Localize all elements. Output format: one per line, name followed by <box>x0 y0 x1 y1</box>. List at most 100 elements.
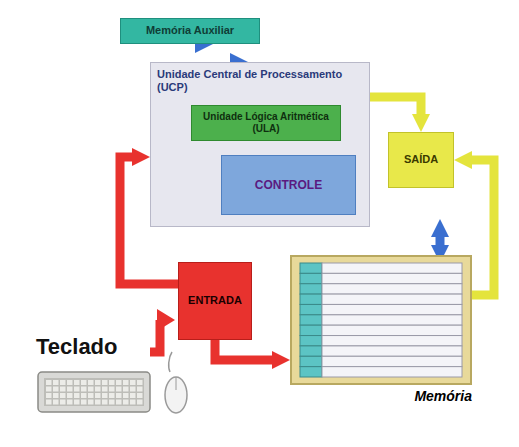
alu-box: Unidade Lógica Aritmética (ULA) <box>191 105 341 141</box>
keyboard-key <box>74 387 80 392</box>
memory-data-cell <box>322 367 462 377</box>
keyboard-key <box>81 400 87 405</box>
keyboard-key <box>123 380 129 385</box>
keyboard-key <box>81 393 87 398</box>
keyboard-key <box>116 380 122 385</box>
keyboard-key <box>74 393 80 398</box>
keyboard-key <box>123 387 129 392</box>
keyboard-key <box>88 393 94 398</box>
keyboard-key <box>102 393 108 398</box>
input-box: ENTRADA <box>178 262 252 340</box>
keyboard-key <box>109 400 115 405</box>
input-arrowhead <box>157 309 175 331</box>
keyboard-keys <box>44 378 144 406</box>
keyboard-key <box>46 380 52 385</box>
keyboard-key <box>137 380 143 385</box>
keyboard-key <box>130 387 136 392</box>
keyboard-key <box>88 380 94 385</box>
keyboard-key <box>81 387 87 392</box>
box-label: SAÍDA <box>395 153 447 166</box>
mouse-illustration <box>165 352 187 413</box>
keyboard-key <box>109 380 115 385</box>
keyboard-key <box>130 380 136 385</box>
keyboard-key <box>95 387 101 392</box>
keyboard-key <box>60 380 66 385</box>
keyboard-key-rows <box>46 380 143 405</box>
flow-arrow <box>436 237 445 245</box>
keyboard-key <box>137 400 143 405</box>
memory-data-cell <box>322 336 462 346</box>
box-label: Unidade Central de Processamento (UCP) <box>157 68 363 94</box>
box-label: Memória Auxiliar <box>127 24 253 37</box>
keyboard-key <box>137 393 143 398</box>
keyboard-key <box>81 380 87 385</box>
keyboard-key <box>95 380 101 385</box>
mouse-body <box>165 377 187 413</box>
keyboard-key <box>130 400 136 405</box>
keyboard-key <box>67 400 73 405</box>
keyboard-key <box>88 387 94 392</box>
keyboard-key <box>46 393 52 398</box>
keyboard-key <box>88 400 94 405</box>
mouse-button-split <box>176 377 177 390</box>
keyboard-key <box>74 400 80 405</box>
memory-address-cell <box>300 346 322 356</box>
memory-data-cell <box>322 304 462 314</box>
memory-address-cell <box>300 304 322 314</box>
memory-address-cell <box>300 325 322 335</box>
memory-address-cell <box>300 263 322 273</box>
keyboard-key <box>137 387 143 392</box>
control-box: CONTROLE <box>221 155 356 215</box>
keyboard-key <box>53 387 59 392</box>
keyboard-key <box>123 393 129 398</box>
memory-frame <box>291 256 471 384</box>
keyboard-key <box>102 387 108 392</box>
memory-data-cell <box>322 294 462 304</box>
mouse-cable <box>169 352 172 372</box>
memory-heading: Memória <box>290 385 472 405</box>
flow-arrow <box>215 340 272 360</box>
keyboard-key <box>116 400 122 405</box>
keyboard-key <box>74 380 80 385</box>
keyboard-key <box>116 393 122 398</box>
memory-data-cell <box>322 263 462 273</box>
memory-address-cell <box>300 284 322 294</box>
keyboard-key <box>67 393 73 398</box>
keyboard-key <box>123 400 129 405</box>
box-label: CONTROLE <box>228 178 349 192</box>
keyboard-key <box>109 393 115 398</box>
keyboard-key <box>116 387 122 392</box>
memory-address-cell <box>300 273 322 283</box>
keyboard-illustration <box>38 372 150 412</box>
keyboard-key <box>60 400 66 405</box>
memory-data-cell <box>322 356 462 366</box>
keyboard-key <box>53 400 59 405</box>
keyboard-key <box>53 380 59 385</box>
box-label: Unidade Lógica Aritmética (ULA) <box>198 111 334 135</box>
auxiliary-memory-box: Memória Auxiliar <box>120 18 260 44</box>
memory-address-cell <box>300 336 322 346</box>
keyboard-key <box>102 380 108 385</box>
memory-cells <box>290 255 472 385</box>
keyboard-key <box>109 387 115 392</box>
memory-box: Memória <box>290 255 472 415</box>
flow-arrow <box>370 97 421 114</box>
keyboard-key <box>67 387 73 392</box>
memory-data-cell <box>322 273 462 283</box>
flow-arrow <box>472 160 494 295</box>
keyboard-key <box>46 387 52 392</box>
memory-address-cell <box>300 294 322 304</box>
cpu-box: Unidade Central de Processamento (UCP) Un… <box>150 62 370 227</box>
keyboard-key <box>130 393 136 398</box>
keyboard-key <box>60 387 66 392</box>
memory-address-cell <box>300 315 322 325</box>
keyboard-key <box>95 393 101 398</box>
keyboard-key <box>95 400 101 405</box>
keyboard-key <box>102 400 108 405</box>
keyboard-key <box>46 400 52 405</box>
memory-data-cell <box>322 284 462 294</box>
keyboard-key <box>53 393 59 398</box>
memory-data-cell <box>322 325 462 335</box>
memory-address-cell <box>300 367 322 377</box>
keyboard-body <box>38 372 150 412</box>
